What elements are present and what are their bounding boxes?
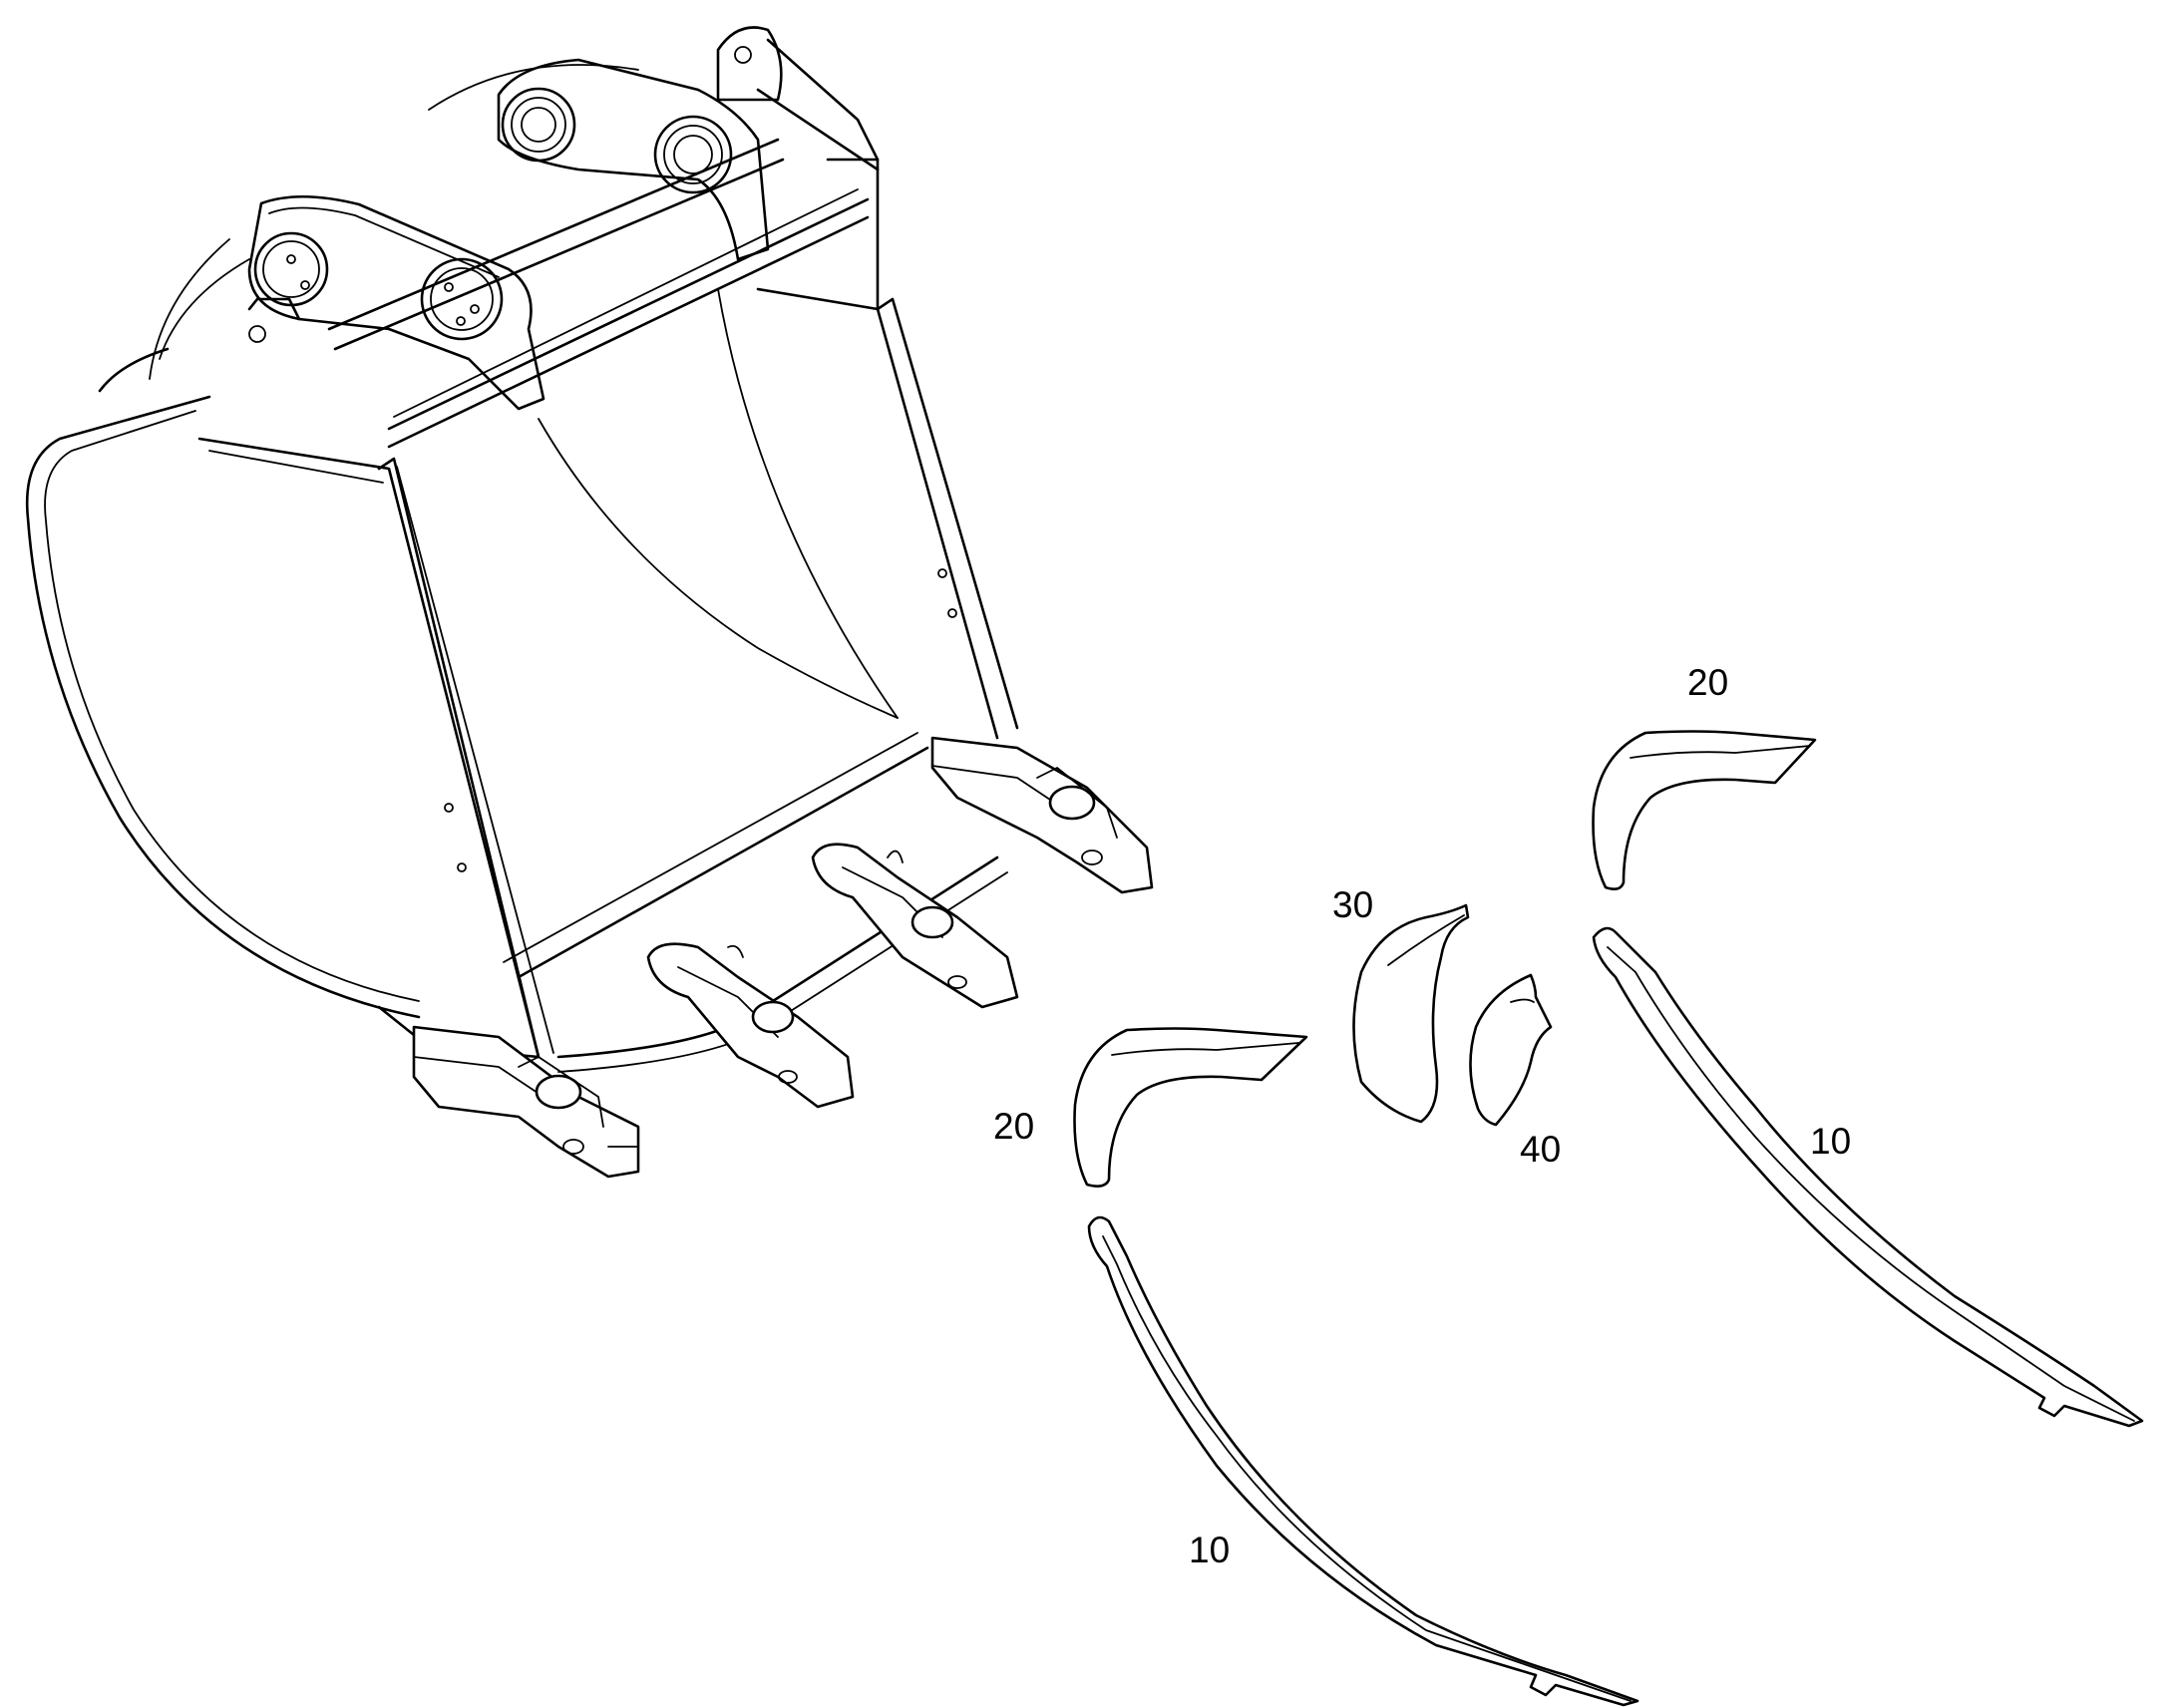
part-40	[1469, 973, 1553, 1127]
callout-20-lower: 20	[993, 1106, 1035, 1147]
callout-10-right: 10	[1810, 1121, 1852, 1162]
tooth-adapter-left	[412, 1025, 640, 1179]
callout-20-upper: 20	[1687, 662, 1729, 703]
excavator-bucket	[25, 26, 1154, 1179]
part-10-right	[1592, 926, 2144, 1428]
tooth-adapter-right	[930, 736, 1154, 894]
part-20-lower	[1073, 1027, 1308, 1188]
part-20-upper	[1592, 730, 1817, 890]
callout-30: 30	[1332, 884, 1374, 925]
callout-40: 40	[1520, 1129, 1562, 1170]
part-10-lower	[1087, 1215, 1639, 1707]
tooth-adapter-middle-right	[811, 843, 1019, 1009]
tooth-adapter-middle-left	[646, 942, 855, 1109]
callout-10-lower: 10	[1189, 1530, 1231, 1570]
part-30	[1352, 903, 1470, 1124]
